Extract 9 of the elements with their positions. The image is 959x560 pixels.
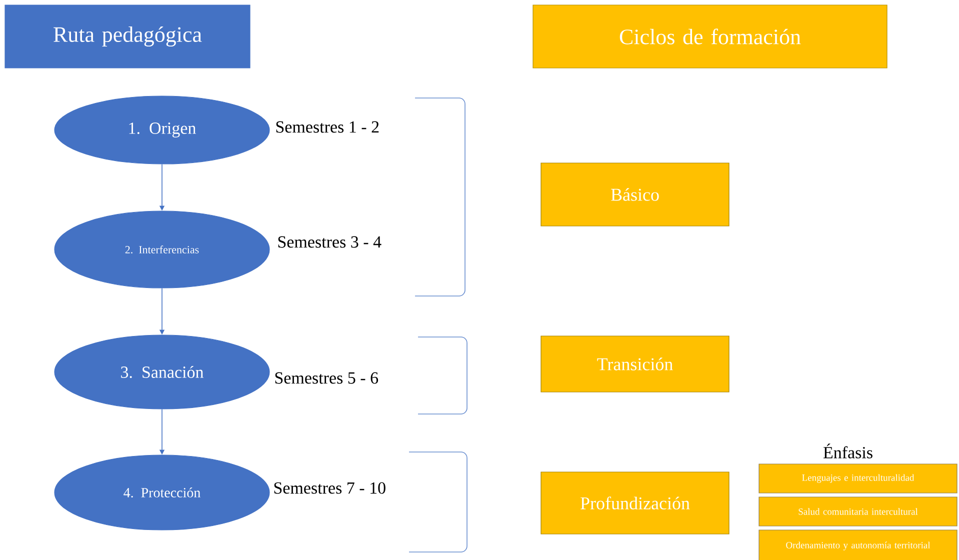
header-box: Ciclos de formación xyxy=(532,4,888,68)
emphasis-box: Salud comunitaria intercultural xyxy=(758,496,958,526)
emphasis-box: Ordenamiento y autonomía territorial xyxy=(758,530,958,560)
cycle-box: Transición xyxy=(540,336,730,392)
emphasis-box: Lenguajes e interculturalidad xyxy=(758,464,958,494)
cycle-box: Profundización xyxy=(540,472,730,534)
header-box: Ruta pedagógica xyxy=(4,4,250,68)
cycle-box: Básico xyxy=(540,162,730,226)
heading-label: Énfasis xyxy=(823,444,872,458)
